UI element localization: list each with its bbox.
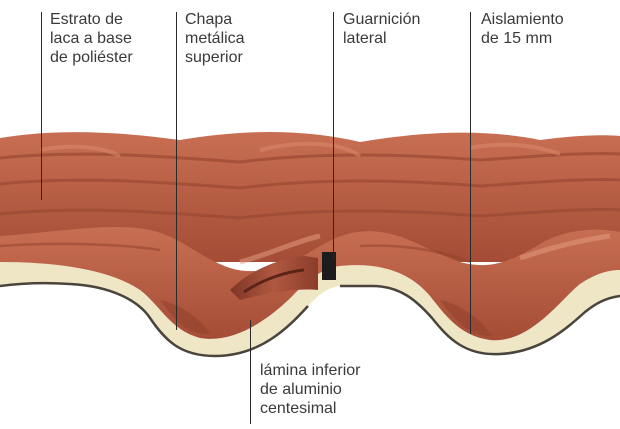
leader-insulation [470, 12, 471, 334]
label-upper-sheet: Chapa metálica superior [185, 10, 245, 67]
leader-upper-sheet [176, 12, 177, 330]
leader-lower-sheet [250, 320, 251, 424]
leader-lacquer [41, 12, 42, 200]
label-insulation: Aislamiento de 15 mm [481, 10, 564, 48]
label-lower-sheet: lámina inferior de aluminio centesimal [260, 361, 360, 418]
label-lacquer: Estrato de laca a base de poliéster [50, 10, 133, 67]
leader-side-seal [333, 12, 334, 258]
label-side-seal: Guarnición lateral [343, 10, 420, 48]
